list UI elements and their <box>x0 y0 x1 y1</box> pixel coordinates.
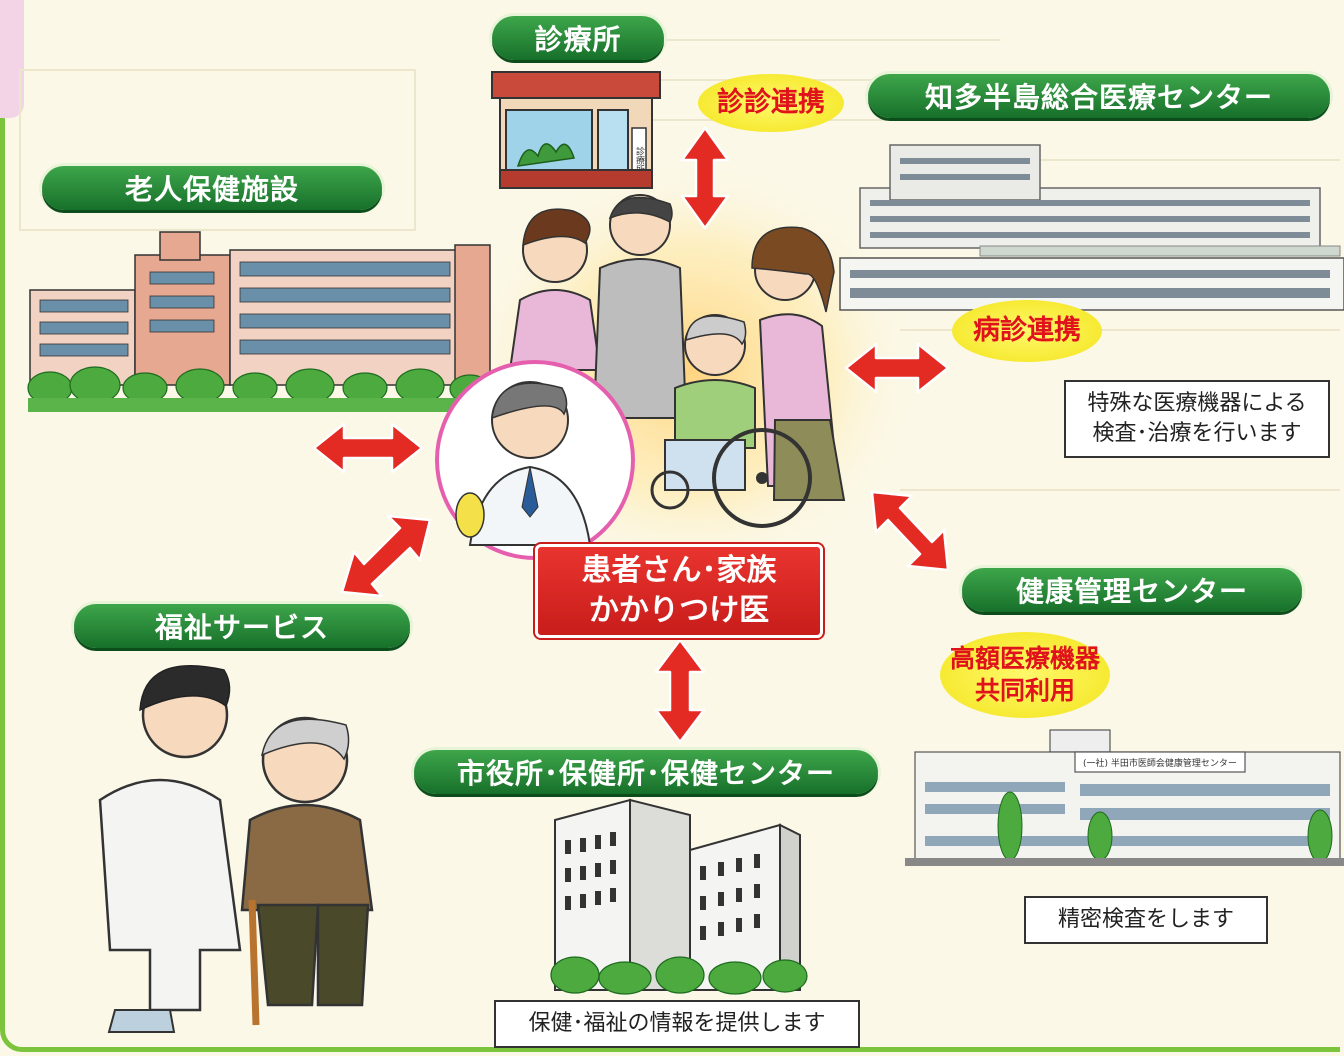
node-city-office: 市役所･保健所･保健センター <box>414 750 878 794</box>
clinic-center-arrow <box>680 126 730 230</box>
badge-equipment-sharing: 高額医療機器 共同利用 <box>940 632 1110 718</box>
node-clinic: 診療所 <box>492 16 664 60</box>
note-city-office-text: 保健･福祉の情報を提供します <box>528 1011 826 1036</box>
node-elderly-facility: 老人保健施設 <box>42 166 382 210</box>
clinic-sign: 診療所 <box>634 145 645 174</box>
center-line1: 患者さん･家族 <box>581 553 777 588</box>
node-clinic-label: 診療所 <box>534 23 622 56</box>
note-health-center-text: 精密検査をします <box>1057 907 1234 932</box>
general-hospital-illustration <box>839 144 1344 311</box>
welfare-center-arrow <box>340 514 432 598</box>
note-hospital-line1: 特殊な医療機器による <box>1087 391 1307 416</box>
note-hospital-line2: 検査･治療を行います <box>1092 421 1302 446</box>
health-center-illustration: (一社) 半田市医師会健康管理センター <box>905 729 1344 866</box>
connection-arrows <box>312 126 950 744</box>
badge-clinic-link: 診診連携 <box>698 74 844 132</box>
badge-equipment-line2: 共同利用 <box>974 676 1075 705</box>
node-elderly-facility-label: 老人保健施設 <box>124 173 299 206</box>
family-group-illustration <box>508 194 846 528</box>
note-general-hospital: 特殊な医療機器による 検査･治療を行います <box>1064 380 1330 458</box>
welfare-illustration <box>98 665 374 1033</box>
badge-equipment-line1: 高額医療機器 <box>949 644 1100 673</box>
elderly-center-arrow <box>312 422 424 474</box>
badge-hospital-link: 病診連携 <box>952 300 1102 362</box>
health-center-sign: (一社) 半田市医師会健康管理センター <box>1083 757 1237 769</box>
node-general-hospital: 知多半島総合医療センター <box>868 74 1330 118</box>
health-center-arrow <box>870 490 950 572</box>
center-patient-family-doctor: 患者さん･家族 かかりつけ医 <box>535 544 823 638</box>
center-line2: かかりつけ医 <box>588 593 770 628</box>
node-welfare: 福祉サービス <box>74 604 410 648</box>
node-city-office-label: 市役所･保健所･保健センター <box>456 757 835 790</box>
elderly-facility-illustration <box>27 231 492 412</box>
city-office-center-arrow <box>654 638 706 744</box>
clinic-building-illustration: 診療所 <box>491 71 661 189</box>
hospital-center-arrow <box>844 342 950 394</box>
note-health-center: 精密検査をします <box>1024 896 1268 944</box>
node-health-center-label: 健康管理センター <box>1015 575 1248 608</box>
doctor-portrait-illustration <box>435 360 635 560</box>
badge-clinic-link-text: 診診連携 <box>717 87 825 118</box>
badge-hospital-link-text: 病診連携 <box>973 315 1081 346</box>
note-city-office: 保健･福祉の情報を提供します <box>494 1000 860 1048</box>
node-welfare-label: 福祉サービス <box>154 611 329 644</box>
node-general-hospital-label: 知多半島総合医療センター <box>924 81 1273 114</box>
node-health-center: 健康管理センター <box>962 568 1302 612</box>
city-office-illustration <box>550 798 808 995</box>
